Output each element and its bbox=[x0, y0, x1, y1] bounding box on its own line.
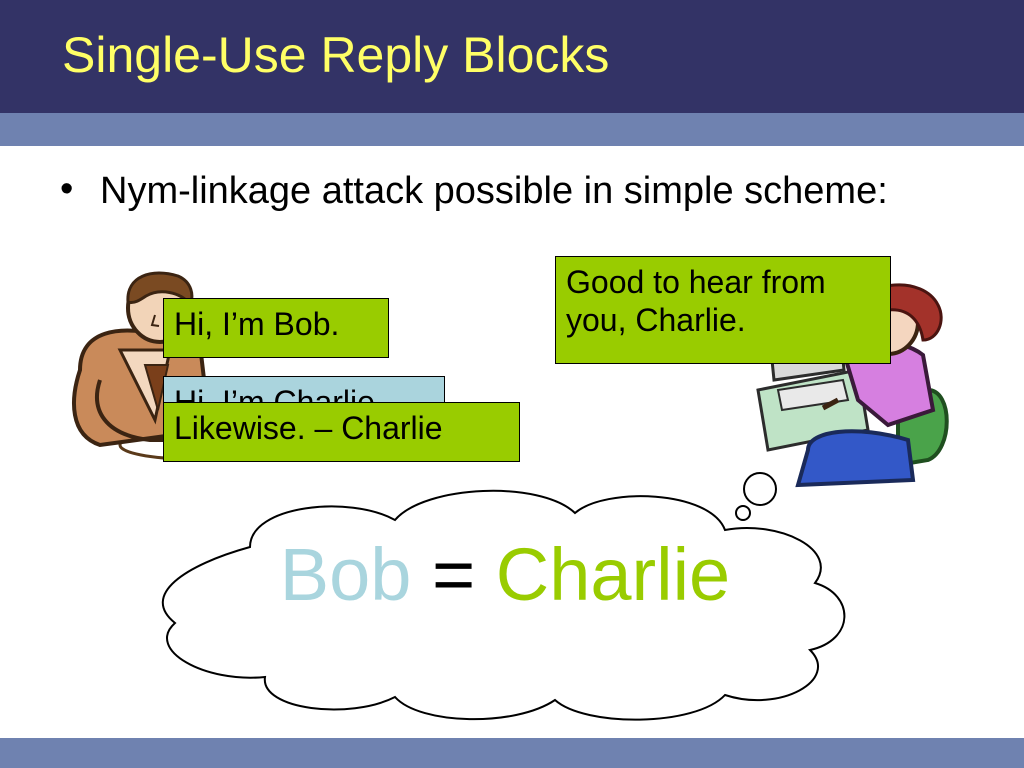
bubble-good-to-hear-text: Good to hear from you, Charlie. bbox=[566, 264, 826, 338]
thought-cloud bbox=[161, 472, 846, 721]
bullet-dot-icon: • bbox=[60, 168, 74, 210]
bullet-text: Nym-linkage attack possible in simple sc… bbox=[100, 170, 888, 212]
slide-title: Single-Use Reply Blocks bbox=[62, 27, 610, 83]
title-bar: Single-Use Reply Blocks bbox=[0, 0, 1024, 113]
bubble-bob-hi-text: Hi, I’m Bob. bbox=[174, 306, 340, 342]
title-stripe bbox=[0, 113, 1024, 146]
bubble-bob-hi: Hi, I’m Bob. bbox=[163, 298, 389, 358]
conclusion: Bob = Charlie bbox=[150, 530, 860, 620]
conclusion-bob: Bob bbox=[279, 533, 412, 616]
conclusion-equals: = bbox=[432, 533, 476, 616]
conclusion-charlie: Charlie bbox=[495, 533, 731, 616]
bubble-good-to-hear: Good to hear from you, Charlie. bbox=[555, 256, 891, 364]
bottom-stripe bbox=[0, 738, 1024, 768]
bubble-likewise: Likewise. – Charlie bbox=[163, 402, 520, 462]
bubble-likewise-text: Likewise. – Charlie bbox=[174, 410, 443, 446]
